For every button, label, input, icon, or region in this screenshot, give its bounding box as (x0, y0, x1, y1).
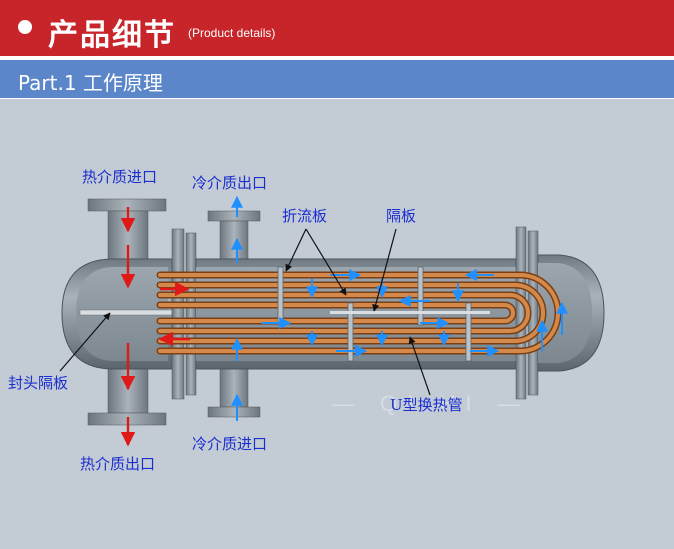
page-subtitle: (Product details) (188, 26, 276, 40)
left-flange-a (171, 228, 185, 400)
label-partition: 隔板 (386, 207, 416, 225)
label-baffle: 折流板 (282, 207, 327, 225)
page-title: 产品细节 (48, 18, 176, 53)
diagram-canvas: — QI HI — (8, 168, 605, 473)
watermark-text: — QI HI — (332, 391, 530, 416)
label-cold-medium-inlet: 冷介质进口 (192, 435, 267, 453)
label-hot-medium-inlet: 热介质进口 (82, 168, 157, 186)
leader-lines (59, 228, 431, 396)
left-flange-b (185, 232, 197, 396)
label-head-partition: 封头隔板 (8, 374, 68, 392)
page-header: 产品细节 (Product details) (0, 0, 674, 56)
hot-inlet-nozzle (87, 198, 167, 264)
head-partition-plate (79, 309, 173, 316)
section-bar: Part.1 工作原理 (0, 60, 674, 98)
label-u-tube: U型换热管 (390, 396, 463, 414)
heat-exchanger-diagram: — QI HI — (0, 99, 674, 549)
label-hot-medium-outlet: 热介质出口 (80, 455, 155, 473)
cold-inlet-nozzle (207, 366, 261, 418)
shell-partition (330, 311, 490, 314)
label-cold-medium-outlet: 冷介质出口 (192, 174, 267, 192)
hexagon-bullet-icon (18, 20, 32, 34)
cold-flow-arrows (231, 195, 568, 421)
cold-outlet-nozzle (207, 210, 261, 264)
section-title: Part.1 工作原理 (18, 71, 163, 95)
hot-flow-arrows (120, 207, 190, 447)
